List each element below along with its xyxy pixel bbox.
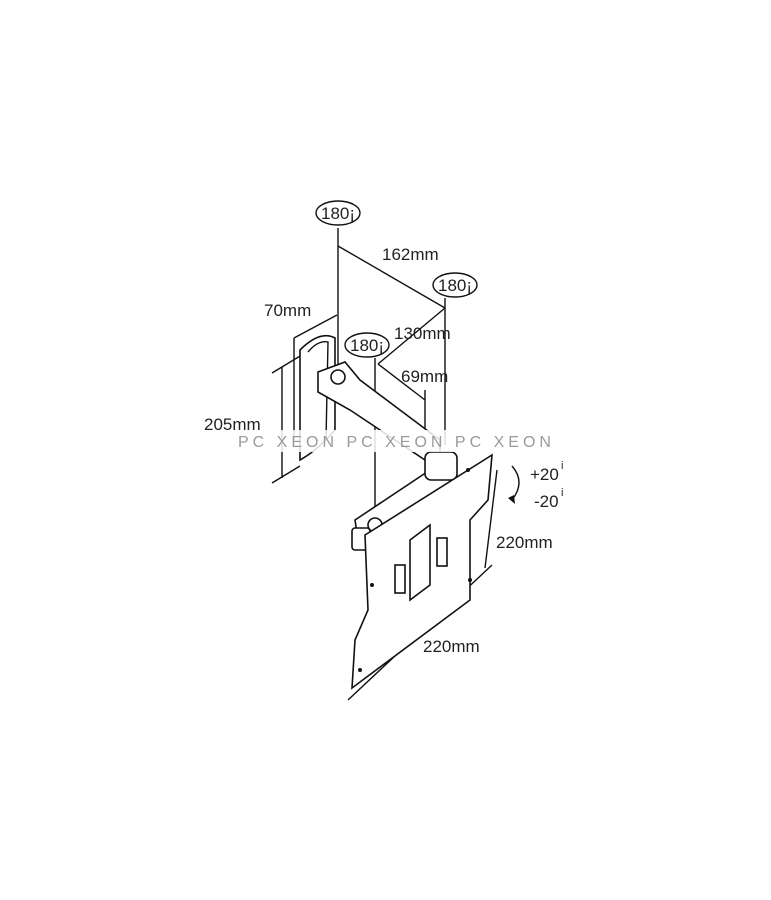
dimension-69mm: 69mm [401,367,448,386]
tilt-down-label: -20 [534,492,559,511]
vesa-plate [351,453,493,690]
degree-mark: i [561,460,563,472]
degree-mark: i [561,487,563,499]
rotation-label: 180¡ [321,204,355,223]
rotation-badge-middle: 180¡ [344,332,390,358]
dimension-220mm-width: 220mm [423,637,480,656]
dimension-130mm: 130mm [394,324,451,343]
rotation-badge-right: 180¡ [432,272,478,298]
tilt-indicator: +20 i -20 i [508,460,563,511]
tilt-up-label: +20 [530,465,559,484]
watermark: PC XEON PC XEON PC XEON [238,434,555,451]
dimension-205mm: 205mm [204,415,261,434]
dimension-220mm-height: 220mm [496,533,553,552]
tilt-arrow-icon [511,465,520,501]
dimension-70mm: 70mm [264,301,311,320]
rotation-label: 180¡ [438,276,472,295]
rotation-badge-top: 180¡ [315,200,361,226]
dimension-162mm: 162mm [382,245,439,264]
rotation-label: 180¡ [350,336,384,355]
